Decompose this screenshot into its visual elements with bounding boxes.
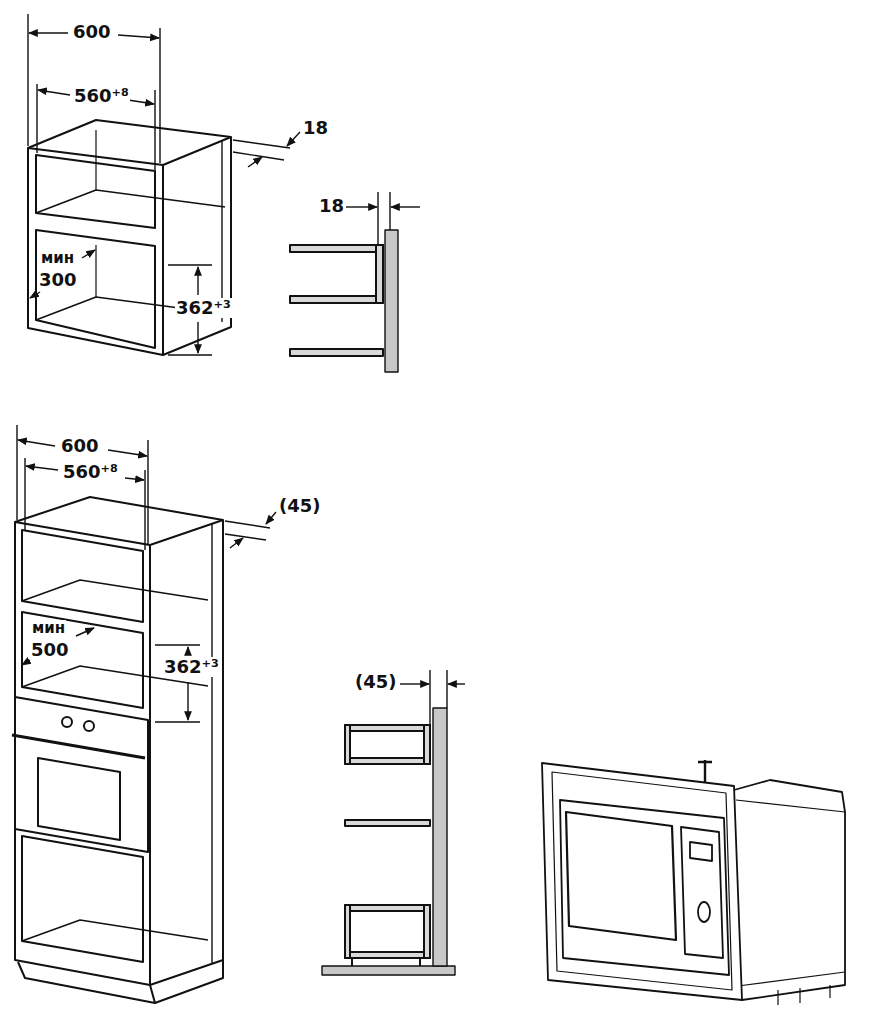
wall-cabinet	[28, 120, 231, 355]
tall-cabinet	[12, 497, 223, 1003]
tall-cabinet-section	[322, 708, 455, 975]
dimension-label: 560⁺⁸	[62, 462, 119, 482]
dimension-label: 18	[302, 118, 329, 138]
dimension-label: (45)	[354, 672, 398, 692]
dimension-label: 362⁺³	[175, 298, 232, 318]
dimension-label: 18	[318, 196, 345, 216]
dimension-label: 500	[30, 640, 70, 660]
dimension-label: мин	[31, 620, 66, 637]
wall-cabinet-section	[290, 230, 398, 372]
built-in-microwave	[542, 760, 845, 1005]
dimension-label: 300	[38, 270, 78, 290]
dimension-label: мин	[40, 250, 75, 267]
dimension-label: 362⁺³	[163, 657, 220, 677]
dimension-lines	[28, 14, 420, 355]
dimension-label: (45)	[278, 496, 322, 516]
dimension-label: 600	[60, 436, 100, 456]
dimension-label: 600	[72, 22, 112, 42]
dimension-label: 560⁺⁸	[73, 86, 130, 106]
dimension-lines	[17, 425, 465, 725]
